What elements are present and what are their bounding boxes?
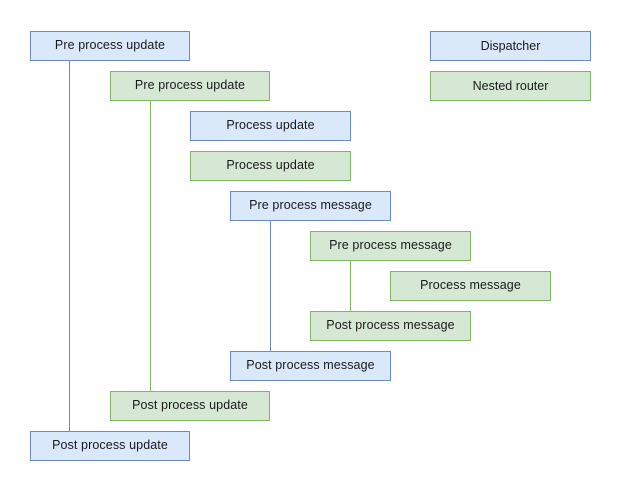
node-n7[interactable]: Process message <box>390 271 551 301</box>
legend-item-router[interactable]: Nested router <box>430 71 591 101</box>
node-label: Pre process update <box>134 78 246 93</box>
legend-item-dispatcher[interactable]: Dispatcher <box>430 31 591 61</box>
node-n10[interactable]: Post process update <box>110 391 270 421</box>
node-n3[interactable]: Process update <box>190 111 351 141</box>
node-label: Pre process update <box>54 38 166 53</box>
legend-item-label: Dispatcher <box>480 39 541 53</box>
node-n11[interactable]: Post process update <box>30 431 190 461</box>
node-label: Post process message <box>326 318 455 333</box>
node-n6[interactable]: Pre process message <box>310 231 471 261</box>
node-label: Post process update <box>52 438 168 453</box>
node-n1[interactable]: Pre process update <box>30 31 190 61</box>
node-label: Post process message <box>246 358 375 373</box>
node-n2[interactable]: Pre process update <box>110 71 270 101</box>
node-label: Process update <box>226 158 315 173</box>
node-n5[interactable]: Pre process message <box>230 191 391 221</box>
node-label: Pre process message <box>329 238 452 253</box>
legend-item-label: Nested router <box>472 79 549 93</box>
node-label: Process update <box>226 118 315 133</box>
connector-n1-to-n11 <box>69 61 70 431</box>
node-n9[interactable]: Post process message <box>230 351 391 381</box>
node-label: Post process update <box>132 398 248 413</box>
connector-n5-to-n9 <box>270 221 271 351</box>
connector-n2-to-n10 <box>150 101 151 391</box>
node-n4[interactable]: Process update <box>190 151 351 181</box>
connector-n6-to-n8 <box>350 261 351 311</box>
node-label: Pre process message <box>249 198 372 213</box>
node-n8[interactable]: Post process message <box>310 311 471 341</box>
node-label: Process message <box>420 278 521 293</box>
